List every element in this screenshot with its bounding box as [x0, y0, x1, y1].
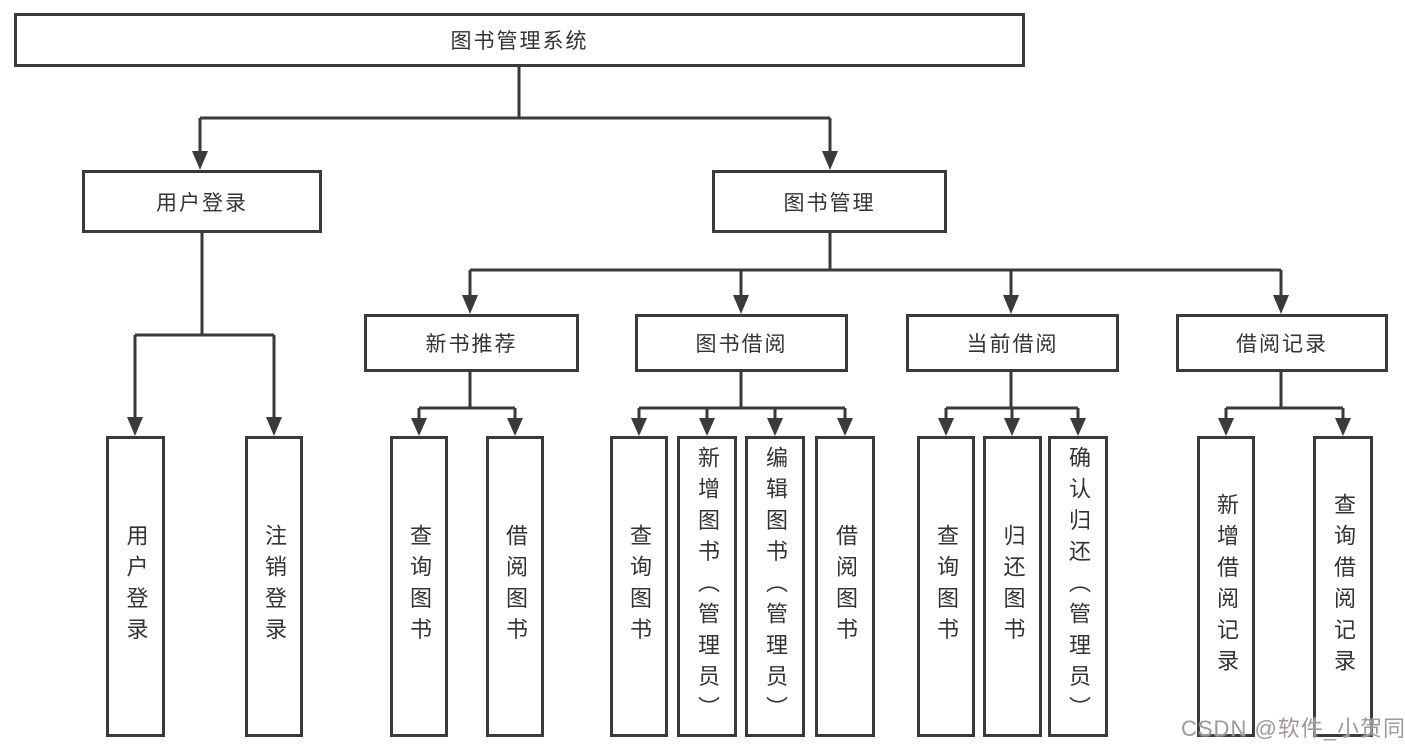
leaf-borrow-add-book-admin: 新增图书（管理员）: [677, 436, 737, 737]
node-book-management-label: 图书管理: [783, 191, 876, 215]
node-root-system: 图书管理系统: [14, 13, 1025, 67]
leaf-borrow-query-book: 查询图书: [610, 436, 668, 737]
leaf-borrow-edit-book-admin: 编辑图书（管理员）: [745, 436, 805, 737]
edge-borrowrecord-split: [1224, 372, 1345, 420]
node-current-borrow-label: 当前借阅: [966, 333, 1059, 356]
arrowhead-icon: [733, 295, 749, 314]
leaf-user-login-label: 用户登录: [123, 524, 149, 649]
node-root-system-label: 图书管理系统: [450, 30, 589, 53]
leaf-borrow-query-book-label: 查询图书: [627, 524, 652, 649]
arrowhead-icon: [1335, 418, 1351, 436]
leaf-newbook-query-book-label: 查询图书: [407, 524, 432, 649]
edge-userlogin-split: [133, 233, 276, 419]
arrowhead-icon: [767, 418, 783, 436]
node-new-book-recommend-label: 新书推荐: [425, 333, 518, 356]
node-new-book-recommend: 新书推荐: [364, 314, 579, 372]
arrowhead-icon: [822, 151, 838, 170]
leaf-logout-label: 注销登录: [262, 524, 287, 649]
arrowhead-icon: [631, 418, 647, 436]
leaf-current-query-book-label: 查询图书: [934, 524, 959, 649]
node-book-borrow-label: 图书借阅: [695, 333, 788, 356]
leaf-newbook-borrow-book-label: 借阅图书: [503, 524, 528, 649]
edge-bookmgmt-split: [468, 233, 1283, 297]
arrowhead-icon: [1003, 295, 1019, 314]
leaf-current-confirm-return-admin-label: 确认归还（管理员）: [1066, 445, 1091, 728]
leaf-record-query-record-label: 查询借阅记录: [1331, 492, 1356, 681]
leaf-current-return-book: 归还图书: [983, 436, 1042, 737]
arrowhead-icon: [699, 418, 715, 436]
leaf-newbook-borrow-book: 借阅图书: [486, 436, 544, 737]
node-borrow-record-label: 借阅记录: [1236, 333, 1328, 356]
arrowhead-icon: [507, 418, 523, 436]
node-borrow-record: 借阅记录: [1176, 314, 1388, 372]
arrowhead-icon: [1273, 295, 1289, 314]
edge-currentborrow-split: [944, 372, 1080, 420]
arrowhead-icon: [1218, 418, 1234, 436]
leaf-borrow-borrow-book: 借阅图书: [815, 436, 875, 737]
leaf-current-confirm-return-admin: 确认归还（管理员）: [1048, 436, 1108, 737]
leaf-record-add-record-label: 新增借阅记录: [1214, 492, 1239, 681]
leaf-borrow-add-book-admin-label: 新增图书（管理员）: [695, 445, 720, 728]
node-book-management: 图书管理: [712, 170, 947, 233]
node-user-login-label: 用户登录: [156, 191, 248, 215]
edge-newbook-split: [417, 372, 517, 420]
arrowhead-icon: [1070, 418, 1086, 436]
leaf-user-login: 用户登录: [106, 436, 165, 737]
leaf-borrow-edit-book-admin-label: 编辑图书（管理员）: [763, 445, 788, 728]
leaf-logout: 注销登录: [245, 436, 303, 737]
node-current-borrow: 当前借阅: [906, 314, 1119, 372]
node-user-login: 用户登录: [82, 170, 322, 233]
arrowhead-icon: [411, 418, 427, 436]
node-book-borrow: 图书借阅: [635, 314, 848, 372]
arrowhead-icon: [462, 295, 478, 314]
arrowhead-icon: [192, 151, 208, 170]
leaf-current-query-book: 查询图书: [917, 436, 975, 737]
arrowhead-icon: [1004, 418, 1020, 436]
edge-root-split: [198, 67, 832, 153]
arrowhead-icon: [266, 417, 282, 436]
arrowhead-icon: [127, 417, 143, 436]
arrowhead-icon: [837, 418, 853, 436]
leaf-record-add-record: 新增借阅记录: [1197, 436, 1255, 737]
leaf-current-return-book-label: 归还图书: [1000, 524, 1026, 649]
leaf-newbook-query-book: 查询图书: [390, 436, 448, 737]
edge-bookborrow-split: [637, 372, 847, 420]
leaf-borrow-borrow-book-label: 借阅图书: [833, 524, 858, 649]
watermark: CSDN @软件_小贺同学: [1181, 716, 1405, 741]
leaf-record-query-record: 查询借阅记录: [1313, 436, 1373, 737]
arrowhead-icon: [938, 418, 954, 436]
